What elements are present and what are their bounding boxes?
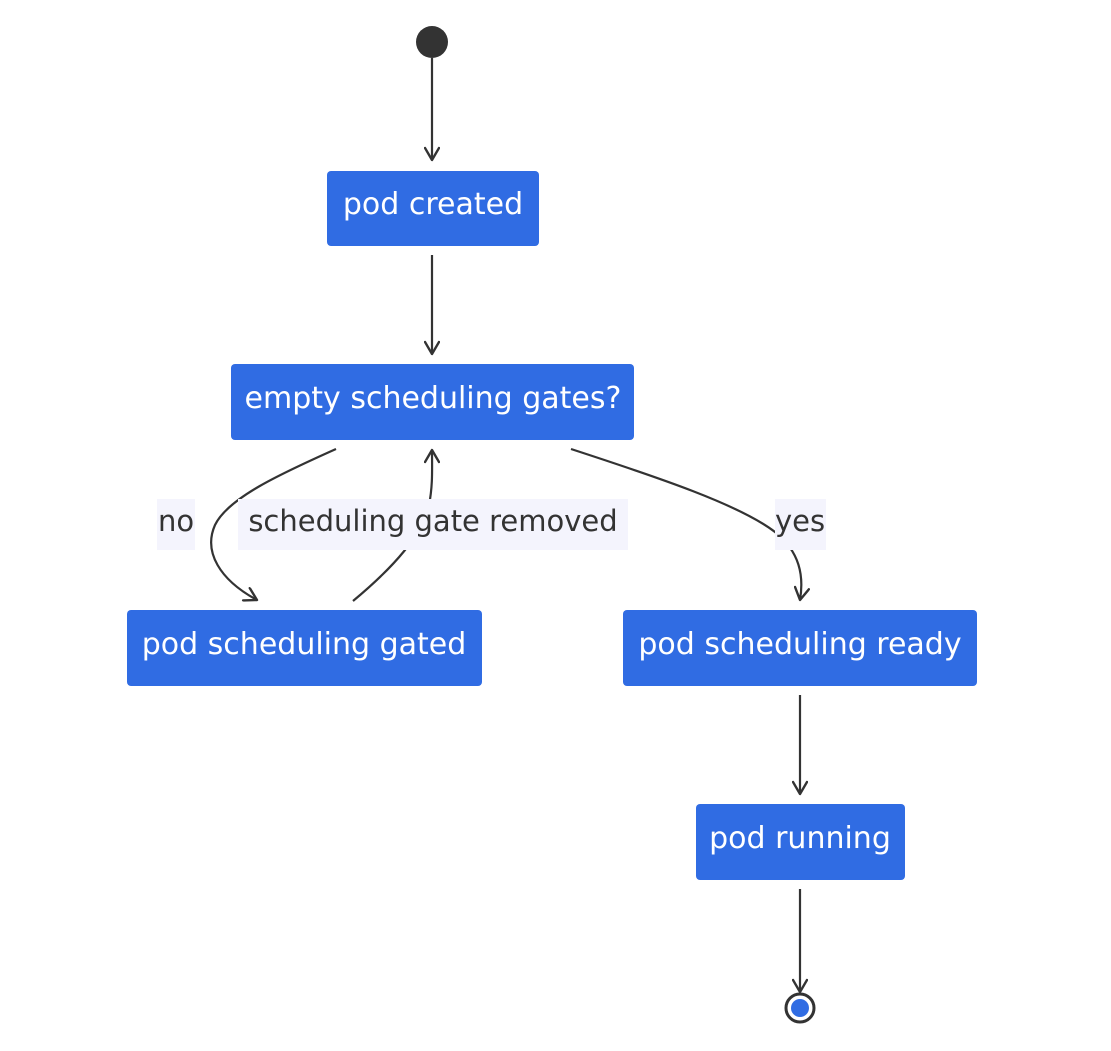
edge-no [210, 447, 337, 600]
edge-label-yes-text: yes [775, 504, 825, 538]
state-pod-scheduling-ready-label: pod scheduling ready [638, 627, 961, 662]
edge-label-scheduling-gate-removed-text: scheduling gate removed [248, 504, 617, 538]
state-pod-running: pod running [696, 804, 905, 880]
edge-label-no: no [157, 499, 195, 550]
edge-label-yes: yes [775, 499, 826, 550]
state-empty-scheduling-gates-label: empty scheduling gates? [245, 381, 622, 416]
edge-label-no-text: no [158, 504, 194, 538]
edge-label-scheduling-gate-removed: scheduling gate removed [238, 499, 628, 550]
state-pod-scheduling-gated: pod scheduling gated [127, 610, 482, 686]
end-node [784, 992, 816, 1024]
state-pod-scheduling-ready: pod scheduling ready [623, 610, 977, 686]
edge-yes [570, 447, 801, 600]
start-node [416, 26, 448, 58]
state-pod-scheduling-gated-label: pod scheduling gated [142, 627, 467, 662]
state-pod-running-label: pod running [709, 821, 891, 856]
state-empty-scheduling-gates: empty scheduling gates? [231, 364, 634, 440]
state-pod-created-label: pod created [343, 187, 523, 222]
transitions [210, 58, 801, 992]
state-pod-created: pod created [327, 171, 539, 246]
